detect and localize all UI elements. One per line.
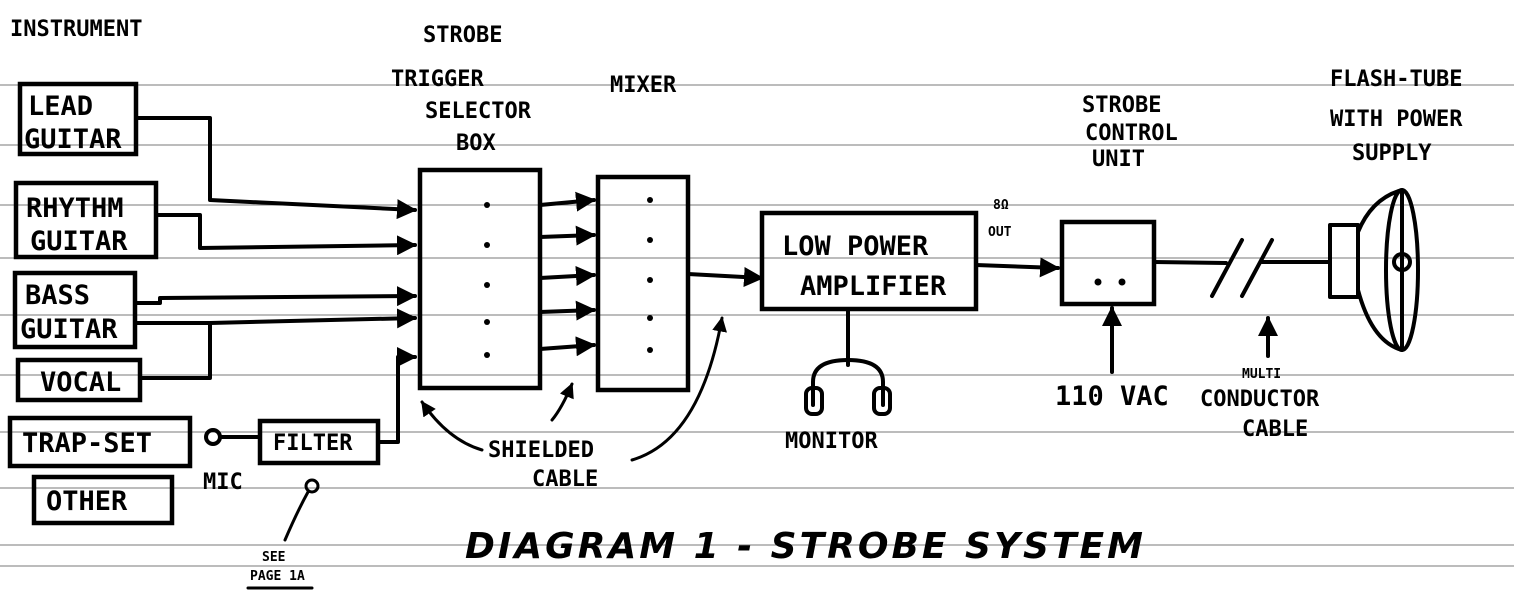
shielded-label-line1: SHIELDED (488, 438, 594, 463)
mixer-to-amp-wire (686, 267, 764, 288)
see-page-pointer (283, 490, 310, 542)
see-page-line1: SEE (262, 550, 285, 565)
instrument-trap-set: TRAP-SET (7, 415, 193, 469)
instrument-bass-guitar: BASS GUITAR (12, 270, 138, 350)
flash-label-line3: SUPPLY (1352, 141, 1432, 166)
instrument-lead-guitar: LEAD GUITAR (17, 81, 139, 157)
output-line1: 8Ω (993, 198, 1009, 213)
lead-guitar-line2: GUITAR (24, 124, 122, 155)
rhythm-guitar-line1: RHYTHM (26, 193, 124, 224)
power-label: 110 VAC (1055, 381, 1169, 412)
mixer-box (595, 174, 691, 393)
amplifier-box: LOW POWER AMPLIFIER (759, 210, 979, 312)
output-line2: OUT (988, 225, 1012, 240)
see-page-pointer-loop (304, 478, 320, 494)
vocal-label: VOCAL (40, 367, 121, 398)
multi-cable-line2: CONDUCTOR (1200, 387, 1320, 412)
selector-label-line4: BOX (456, 131, 496, 156)
shielded-label-line2: CABLE (532, 467, 598, 492)
amplifier-line2: AMPLIFIER (800, 271, 947, 302)
instrument-header: INSTRUMENT (10, 17, 142, 42)
flash-label-line2: WITH POWER (1330, 107, 1463, 132)
amp-to-control-wire (974, 257, 1060, 278)
amplifier-line1: LOW POWER (782, 231, 929, 262)
selector-label-line2: TRIGGER (391, 67, 484, 92)
control-label-line1: STROBE (1082, 93, 1161, 118)
control-label-line3: UNIT (1092, 147, 1145, 172)
diagram-title: DIAGRAM 1 - STROBE SYSTEM (465, 526, 1146, 567)
bass-guitar-line1: BASS (25, 280, 90, 311)
instrument-vocal: VOCAL (15, 357, 143, 403)
selector-label-line1: STROBE (423, 23, 502, 48)
shielded-cable-pointers (420, 316, 727, 462)
instrument-rhythm-guitar: RHYTHM GUITAR (13, 180, 159, 260)
multi-cable-line3: CABLE (1242, 417, 1308, 442)
monitor-label: MONITOR (785, 429, 878, 454)
selector-to-mixer-wires (538, 191, 596, 357)
control-unit-box (1059, 219, 1157, 307)
selector-box (417, 167, 543, 391)
ruled-lines (0, 84, 1514, 546)
mixer-label: MIXER (610, 73, 677, 98)
bass-guitar-line2: GUITAR (20, 314, 118, 345)
trap-set-label: TRAP-SET (22, 428, 152, 459)
instrument-wires (133, 116, 417, 444)
mic-label: MIC (203, 470, 243, 495)
filter-box: FILTER (257, 418, 381, 466)
flash-tube-icon (1328, 188, 1420, 352)
headphones-icon (804, 307, 892, 416)
other-label: OTHER (46, 486, 128, 517)
see-page-line2: PAGE 1A (250, 569, 305, 584)
filter-label: FILTER (273, 431, 353, 456)
selector-label-line3: SELECTOR (425, 99, 532, 124)
lead-guitar-line1: LEAD (28, 91, 93, 122)
mic-icon (204, 428, 260, 446)
instrument-other: OTHER (31, 474, 175, 526)
flash-label-line1: FLASH-TUBE (1330, 67, 1462, 92)
rhythm-guitar-line2: GUITAR (30, 226, 128, 257)
multi-conductor-cable (1152, 238, 1332, 358)
multi-cable-line1: MULTI (1242, 367, 1281, 382)
control-label-line2: CONTROL (1085, 121, 1178, 146)
